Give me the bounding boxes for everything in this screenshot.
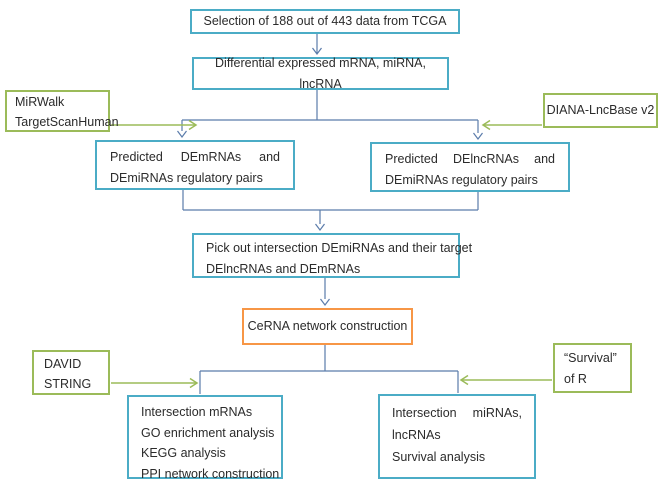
diana-lncbase-box: DIANA-LncBase v2 bbox=[543, 93, 658, 128]
arrow-down-icon bbox=[320, 278, 330, 306]
mrna-analysis-line3: KEGG analysis bbox=[141, 446, 226, 460]
arrow-down-icon bbox=[177, 130, 187, 138]
cerna-split-connector bbox=[199, 345, 459, 394]
merge-connector bbox=[182, 190, 479, 231]
survival-r-line1: “Survival” bbox=[564, 351, 617, 365]
predicted-delncrna-line2: DEmiRNAs regulatory pairs bbox=[385, 173, 538, 187]
arrow-left-icon bbox=[481, 119, 542, 131]
mirwalk-label: MiRWalk bbox=[15, 95, 65, 109]
arrow-down-icon bbox=[315, 223, 325, 231]
string-label: STRING bbox=[44, 377, 92, 391]
differential-expression-box: Differential expressed mRNA, miRNA, lncR… bbox=[192, 56, 449, 91]
arrow-right-icon bbox=[111, 119, 198, 131]
mrna-analysis-line2: GO enrichment analysis bbox=[141, 425, 275, 440]
predicted-delncrna-line1: Predicted DElncRNAs and bbox=[385, 152, 555, 166]
arrow-down-icon bbox=[312, 34, 322, 55]
arrow-right-icon bbox=[111, 377, 199, 389]
intersection-pick-box: Pick out intersection DEmiRNAs and their… bbox=[192, 233, 473, 278]
survival-analysis-box: Intersection miRNAs, lncRNAs Survival an… bbox=[378, 394, 536, 479]
cerna-network-box: CeRNA network construction bbox=[242, 308, 413, 345]
intersection-pick-line1: Pick out intersection DEmiRNAs and their… bbox=[206, 241, 473, 255]
predicted-demrna-pairs-box: Predicted DEmRNAs and DEmiRNAs regulator… bbox=[95, 140, 295, 190]
cerna-network-label: CeRNA network construction bbox=[247, 319, 408, 333]
diana-lncbase-label: DIANA-LncBase v2 bbox=[546, 103, 655, 117]
survival-analysis-line2: lncRNAs bbox=[392, 428, 441, 442]
intersection-pick-line2: DElncRNAs and DEmRNAs bbox=[206, 262, 361, 276]
mrna-analysis-line1: Intersection mRNAs bbox=[141, 405, 253, 419]
targetscan-label: TargetScanHuman bbox=[15, 114, 119, 129]
predicted-demrna-line2: DEmiRNAs regulatory pairs bbox=[110, 171, 263, 185]
tcga-selection-label: Selection of 188 out of 443 data from TC… bbox=[203, 14, 447, 28]
david-string-box: DAVID STRING bbox=[32, 350, 110, 395]
mirwalk-tools-box: MiRWalk TargetScanHuman bbox=[5, 90, 119, 132]
mrna-analysis-box: Intersection mRNAs GO enrichment analysi… bbox=[127, 395, 283, 481]
predicted-delncrna-pairs-box: Predicted DElncRNAs and DEmiRNAs regulat… bbox=[370, 142, 570, 192]
survival-analysis-line3: Survival analysis bbox=[392, 450, 486, 464]
arrow-left-icon bbox=[459, 374, 552, 386]
split-connector bbox=[177, 90, 483, 140]
survival-analysis-line1: Intersection miRNAs, bbox=[392, 406, 522, 420]
survival-r-box: “Survival” of R bbox=[553, 343, 632, 393]
david-label: DAVID bbox=[44, 357, 82, 371]
mrna-analysis-line4: PPI network construction bbox=[141, 466, 280, 481]
arrow-down-icon bbox=[473, 132, 483, 140]
survival-r-line2: of R bbox=[564, 372, 587, 386]
differential-expression-label: Differential expressed mRNA, miRNA, lncR… bbox=[215, 55, 426, 91]
tcga-selection-box: Selection of 188 out of 443 data from TC… bbox=[190, 9, 460, 34]
predicted-demrna-line1: Predicted DEmRNAs and bbox=[110, 150, 280, 164]
